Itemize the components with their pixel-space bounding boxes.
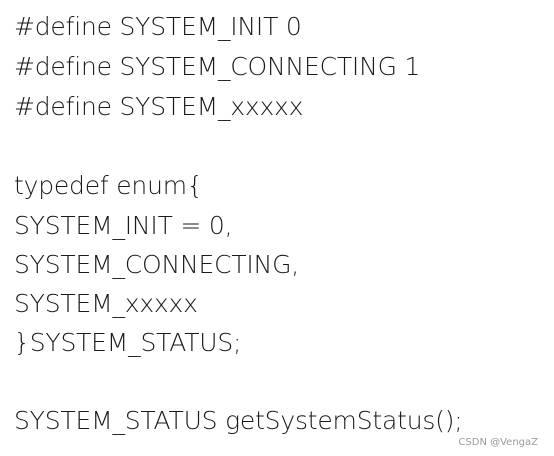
code-line-enum-system-xxxxx: SYSTEM_xxxxx xyxy=(14,289,198,318)
code-line-typedef-enum: typedef enum{ xyxy=(14,171,203,200)
watermark: CSDN @VengaZ xyxy=(458,437,538,448)
code-line-enum-system-init: SYSTEM_INIT = 0, xyxy=(14,211,233,240)
code-line-enum-system-connecting: SYSTEM_CONNECTING, xyxy=(14,250,299,279)
code-line-define-system-connecting: #define SYSTEM_CONNECTING 1 xyxy=(14,52,421,81)
code-line-function-declaration: SYSTEM_STATUS getSystemStatus(); xyxy=(14,406,463,435)
code-line-define-system-init: #define SYSTEM_INIT 0 xyxy=(14,12,302,41)
code-line-define-system-xxxxx: #define SYSTEM_xxxxx xyxy=(14,92,304,121)
code-line-enum-close: }SYSTEM_STATUS; xyxy=(14,328,242,357)
